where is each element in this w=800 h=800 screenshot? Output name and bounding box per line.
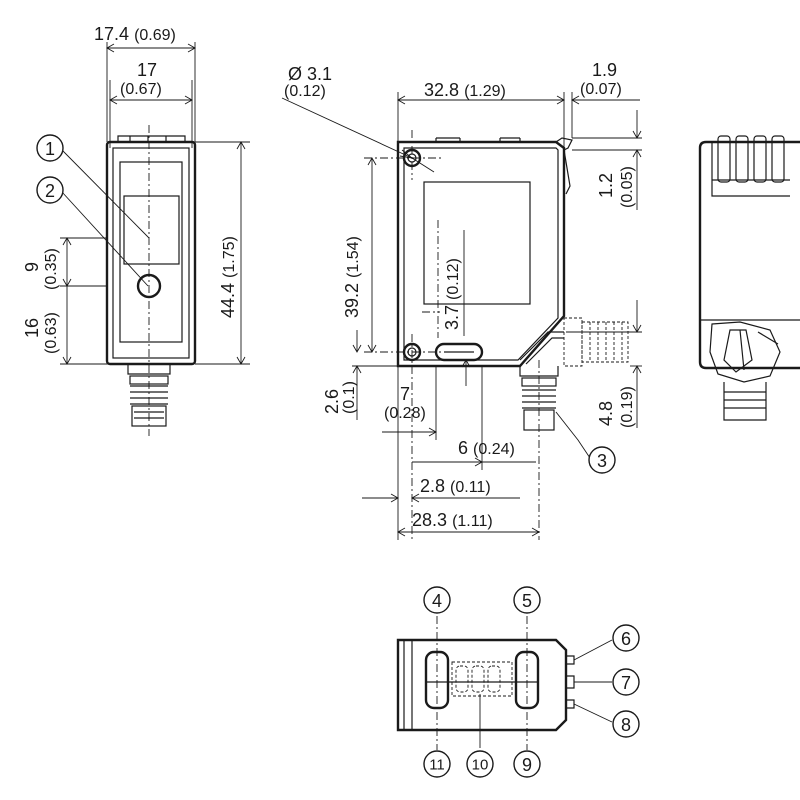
slot-off-label: 2.8 (0.11) (420, 476, 491, 496)
svg-text:6: 6 (621, 629, 631, 649)
callout-6: 6 (612, 624, 640, 652)
front-view (60, 42, 250, 436)
width-inner-mm: 17 (137, 60, 157, 80)
callout-9: 9 (513, 750, 541, 778)
bottom-hole-in: (0.1) (341, 381, 358, 414)
connector-off-in: (0.19) (619, 386, 636, 428)
hole-spacing-h-label: 28.3 (1.11) (412, 510, 493, 530)
callout-1: 1 (36, 134, 64, 162)
hole-x-mm: 7 (400, 384, 410, 404)
offset-16-in: (0.63) (43, 312, 60, 354)
hole-dia-in: (0.12) (284, 83, 326, 100)
hole-x-in: (0.28) (384, 405, 426, 422)
bottom-hole-mm: 2.6 (322, 389, 342, 414)
svg-text:9: 9 (522, 755, 532, 775)
connector-off-mm: 4.8 (596, 401, 616, 426)
offset-9-mm: 9 (22, 262, 42, 272)
svg-text:4: 4 (432, 591, 442, 611)
hole-dia-mm: Ø 3.1 (288, 64, 332, 84)
callout-8: 8 (612, 710, 640, 738)
svg-text:7: 7 (621, 673, 631, 693)
lip-in: (0.07) (580, 81, 622, 98)
svg-text:10: 10 (472, 757, 489, 774)
svg-text:8: 8 (621, 715, 631, 735)
optic-axis-label: 3.7 (0.12) (442, 258, 462, 330)
offset-16-mm: 16 (22, 318, 42, 338)
lip-h-mm: 1.2 (596, 173, 616, 198)
callout-5: 5 (513, 586, 541, 614)
callout-11: 11 (423, 750, 451, 778)
svg-text:11: 11 (429, 757, 445, 774)
svg-text:2: 2 (45, 181, 55, 201)
hole-spacing-v-label: 39.2 (1.54) (342, 236, 362, 318)
callout-3: 3 (588, 446, 616, 474)
width-outer-label: 17.4 (0.69) (94, 24, 176, 44)
svg-text:5: 5 (522, 591, 532, 611)
rear-view (698, 135, 800, 421)
svg-text:1: 1 (45, 139, 55, 159)
callout-4: 4 (423, 586, 451, 614)
bottom-view (396, 616, 613, 750)
callout-2: 2 (36, 176, 64, 204)
svg-text:3: 3 (597, 451, 607, 471)
callout-7: 7 (612, 668, 640, 696)
slot-len-label: 6 (0.24) (458, 438, 515, 458)
width-inner-in: (0.67) (120, 81, 162, 98)
height-total-label: 44.4 (1.75) (218, 236, 238, 318)
lip-mm: 1.9 (592, 60, 617, 80)
side-view (281, 92, 642, 540)
offset-9-in: (0.35) (43, 248, 60, 290)
lip-h-in: (0.05) (619, 166, 636, 208)
callout-10: 10 (466, 750, 494, 778)
body-length-label: 32.8 (1.29) (424, 80, 506, 100)
